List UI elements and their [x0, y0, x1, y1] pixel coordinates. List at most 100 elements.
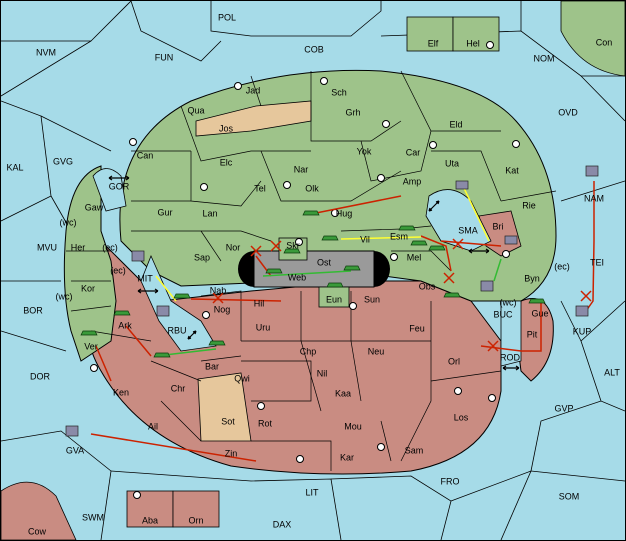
army-unit-icon[interactable]: [398, 225, 416, 231]
region-label-mou[interactable]: Mou: [344, 421, 362, 431]
region-label-ec_1[interactable]: (ec): [102, 242, 118, 252]
army-unit-icon[interactable]: [443, 292, 461, 298]
army-unit-icon[interactable]: [326, 282, 344, 288]
region-label-som[interactable]: SOM: [559, 491, 580, 501]
region-label-kat[interactable]: Kat: [505, 165, 519, 175]
region-label-kar[interactable]: Kar: [340, 452, 354, 462]
fleet-unit-icon[interactable]: [156, 305, 170, 317]
region-label-mvu[interactable]: MVU: [37, 242, 57, 252]
region-label-ec_3[interactable]: (ec): [554, 261, 570, 271]
region-label-kor[interactable]: Kor: [81, 283, 95, 293]
region-label-uta[interactable]: Uta: [445, 158, 459, 168]
region-label-yok[interactable]: Yok: [357, 146, 372, 156]
region-label-nog[interactable]: Nog: [214, 304, 231, 314]
region-label-aba[interactable]: Aba: [142, 515, 158, 525]
region-label-alt[interactable]: ALT: [604, 367, 620, 377]
region-label-nam[interactable]: NAM: [584, 193, 604, 203]
region-label-can[interactable]: Can: [137, 150, 154, 160]
region-label-tel[interactable]: Tel: [254, 183, 266, 193]
region-label-uru[interactable]: Uru: [256, 322, 271, 332]
region-label-mel[interactable]: Mel: [407, 252, 422, 262]
region-label-kal[interactable]: KAL: [6, 162, 23, 172]
region-label-ec_2[interactable]: (ec): [110, 265, 126, 275]
region-label-cob[interactable]: COB: [304, 44, 324, 54]
fleet-unit-icon[interactable]: [575, 305, 589, 317]
region-label-wc_1[interactable]: (wc): [60, 217, 77, 227]
army-unit-icon[interactable]: [528, 298, 546, 304]
region-label-gor[interactable]: GOR: [109, 181, 130, 191]
region-label-nab[interactable]: Nab: [210, 285, 227, 295]
army-unit-icon[interactable]: [302, 210, 320, 216]
region-label-ark[interactable]: Ark: [118, 320, 132, 330]
army-unit-icon[interactable]: [321, 235, 339, 241]
region-label-hug[interactable]: Hug: [336, 208, 353, 218]
region-label-neu[interactable]: Neu: [368, 346, 385, 356]
region-label-rie[interactable]: Rie: [522, 200, 536, 210]
region-label-nvm[interactable]: NVM: [36, 47, 56, 57]
region-label-bor[interactable]: BOR: [23, 305, 43, 315]
region-label-cow[interactable]: Cow: [28, 526, 47, 536]
region-label-rot[interactable]: Rot: [258, 418, 273, 428]
region-label-rbu[interactable]: RBU: [167, 325, 186, 335]
region-label-orl[interactable]: Orl: [448, 356, 460, 366]
army-unit-icon[interactable]: [153, 352, 171, 358]
region-label-eld[interactable]: Eld: [449, 119, 462, 129]
region-label-nor[interactable]: Nor: [226, 242, 241, 252]
region-label-nil[interactable]: Nil: [317, 368, 328, 378]
region-label-elc[interactable]: Elc: [220, 157, 233, 167]
fleet-unit-icon[interactable]: [131, 250, 145, 262]
region-label-buc[interactable]: BUC: [493, 309, 513, 319]
region-label-mit[interactable]: MIT: [137, 273, 153, 283]
region-label-grh[interactable]: Grh: [345, 107, 360, 117]
region-label-wc_3[interactable]: (wc): [500, 297, 517, 307]
region-label-eun[interactable]: Eun: [326, 294, 342, 304]
region-label-gvg[interactable]: GVG: [53, 156, 73, 166]
region-label-jos[interactable]: Jos: [219, 123, 234, 133]
fleet-unit-icon[interactable]: [65, 425, 79, 437]
region-label-kaa[interactable]: Kaa: [335, 388, 351, 398]
army-unit-icon[interactable]: [265, 268, 283, 274]
region-label-gaw[interactable]: Gaw: [85, 202, 104, 212]
region-label-orn[interactable]: Orn: [188, 515, 203, 525]
fleet-unit-icon[interactable]: [480, 280, 494, 292]
region-label-qua[interactable]: Qua: [187, 105, 204, 115]
region-label-lit[interactable]: LIT: [305, 487, 319, 497]
region-label-esm[interactable]: Esm: [390, 231, 408, 241]
region-label-hel[interactable]: Hel: [466, 38, 480, 48]
region-label-ost[interactable]: Ost: [317, 257, 332, 267]
region-label-jad[interactable]: Jad: [246, 85, 261, 95]
region-label-bar[interactable]: Bar: [205, 361, 219, 371]
region-label-ken[interactable]: Ken: [113, 387, 129, 397]
region-label-ail[interactable]: Ail: [148, 421, 158, 431]
region-label-dor[interactable]: DOR: [30, 371, 51, 381]
army-unit-icon[interactable]: [410, 240, 428, 246]
region-label-kup[interactable]: KUP: [573, 326, 592, 336]
region-label-skr[interactable]: Skr: [286, 240, 300, 250]
region-label-nar[interactable]: Nar: [294, 164, 309, 174]
region-label-bri[interactable]: Bri: [493, 221, 504, 231]
region-label-pit[interactable]: Pit: [527, 329, 538, 339]
fleet-unit-icon[interactable]: [585, 165, 599, 177]
army-unit-icon[interactable]: [173, 293, 191, 299]
army-unit-icon[interactable]: [113, 310, 131, 316]
army-unit-icon[interactable]: [208, 340, 226, 346]
region-label-los[interactable]: Los: [454, 412, 469, 422]
region-label-sma[interactable]: SMA: [458, 225, 478, 235]
region-label-con[interactable]: Con: [596, 37, 613, 47]
region-label-sot[interactable]: Sot: [221, 416, 235, 426]
region-label-olk[interactable]: Olk: [305, 183, 319, 193]
region-label-her[interactable]: Her: [71, 242, 86, 252]
region-label-pol[interactable]: POL: [218, 12, 236, 22]
region-label-swm[interactable]: SWM: [82, 512, 104, 522]
region-label-obs[interactable]: Obs: [419, 281, 436, 291]
region-label-elf[interactable]: Elf: [428, 38, 439, 48]
region-label-gue[interactable]: Gue: [531, 308, 548, 318]
region-label-fro[interactable]: FRO: [441, 476, 460, 486]
fleet-unit-icon[interactable]: [504, 235, 518, 245]
region-label-sch[interactable]: Sch: [331, 87, 347, 97]
region-label-wc_2[interactable]: (wc): [56, 291, 73, 301]
region-label-ver[interactable]: Ver: [84, 341, 98, 351]
region-label-gur[interactable]: Gur: [157, 207, 172, 217]
region-label-dax[interactable]: DAX: [273, 519, 292, 529]
region-label-chp[interactable]: Chp: [300, 346, 317, 356]
